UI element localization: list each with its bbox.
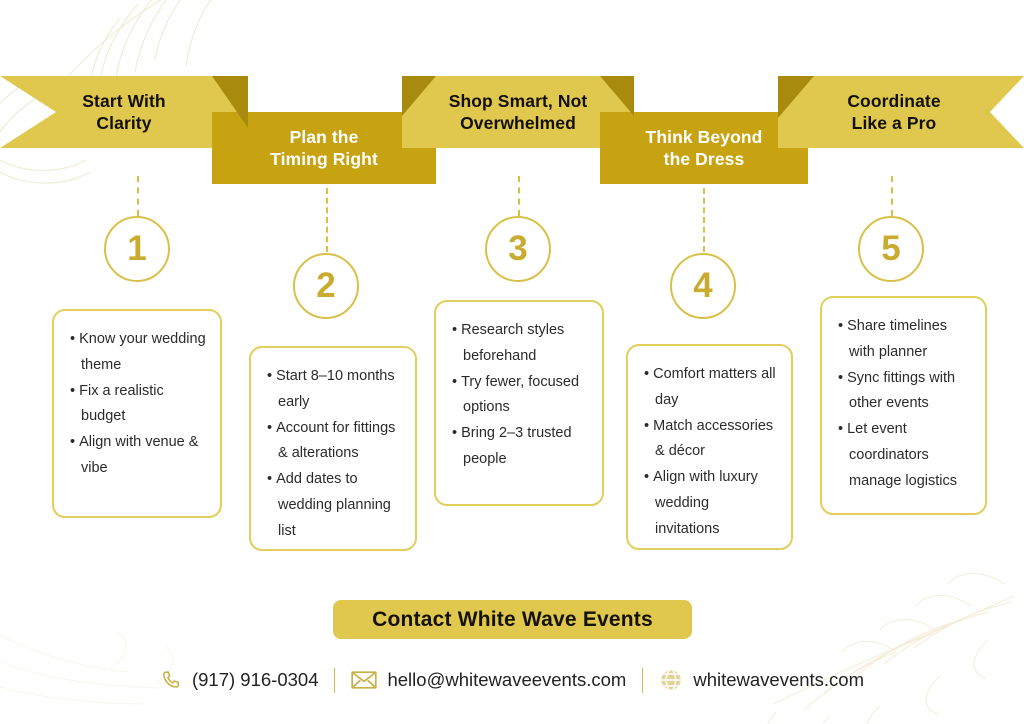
- list-item: Research styles beforehand: [452, 318, 588, 370]
- contact-separator-1: [334, 667, 336, 693]
- step-content-box-2: Start 8–10 months early Account for fitt…: [249, 346, 417, 551]
- banner-fold-3-left: [402, 76, 436, 116]
- step-bullet-list-5: Share timelines with planner Sync fittin…: [838, 314, 971, 495]
- list-item: Add dates to wedding planning list: [267, 467, 401, 544]
- banner-step-2: Plan the Timing Right: [212, 112, 436, 184]
- footer-contact-bar: (917) 916-0304 hello@whitewaveevents.com: [0, 662, 1024, 698]
- banner-step-4: Think Beyond the Dress: [600, 112, 808, 184]
- step-content-box-5: Share timelines with planner Sync fittin…: [820, 296, 987, 515]
- list-item: Let event coordinators manage logistics: [838, 417, 971, 494]
- step-number-circle-5: 5: [858, 216, 924, 282]
- list-item: Bring 2–3 trusted people: [452, 421, 588, 473]
- banner-step-1-title: Start With Clarity: [82, 90, 166, 133]
- step-content-box-3: Research styles beforehand Try fewer, fo…: [434, 300, 604, 506]
- list-item: Sync fittings with other events: [838, 366, 971, 418]
- globe-icon: [659, 668, 683, 692]
- step-content-box-4: Comfort matters all day Match accessorie…: [626, 344, 793, 550]
- banner-step-4-title: Think Beyond the Dress: [645, 126, 763, 169]
- list-item: Align with luxury wedding invitations: [644, 465, 777, 542]
- step-number-circle-1: 1: [104, 216, 170, 282]
- contact-website[interactable]: whitewavevents.com: [659, 668, 864, 692]
- step-bullet-list-3: Research styles beforehand Try fewer, fo…: [452, 318, 588, 473]
- list-item: Try fewer, focused options: [452, 370, 588, 422]
- banner-step-5-title: Coordinate Like a Pro: [847, 90, 941, 133]
- connector-line-2: [326, 188, 328, 252]
- step-content-box-1: Know your wedding theme Fix a realistic …: [52, 309, 222, 518]
- contact-email[interactable]: hello@whitewaveevents.com: [351, 669, 626, 691]
- contact-phone[interactable]: (917) 916-0304: [160, 669, 319, 691]
- banner-step-5: Coordinate Like a Pro: [778, 76, 1024, 148]
- contact-separator-2: [642, 667, 644, 693]
- contact-cta-label: Contact White Wave Events: [372, 607, 653, 631]
- connector-line-1: [137, 176, 139, 216]
- phone-icon: [160, 669, 182, 691]
- connector-line-4: [703, 188, 705, 252]
- list-item: Fix a realistic budget: [70, 379, 206, 431]
- banner-step-3-title: Shop Smart, Not Overwhelmed: [448, 90, 588, 133]
- contact-email-text: hello@whitewaveevents.com: [387, 669, 627, 690]
- step-number-2: 2: [316, 265, 336, 305]
- contact-website-text: whitewavevents.com: [693, 669, 865, 690]
- step-bullet-list-1: Know your wedding theme Fix a realistic …: [70, 327, 206, 482]
- banner-fold-3-right: [600, 76, 634, 116]
- list-item: Share timelines with planner: [838, 314, 971, 366]
- step-number-4: 4: [693, 265, 713, 305]
- list-item: Start 8–10 months early: [267, 364, 401, 416]
- step-bullet-list-4: Comfort matters all day Match accessorie…: [644, 362, 777, 543]
- step-number-circle-2: 2: [293, 253, 359, 319]
- banner-step-3: Shop Smart, Not Overwhelmed: [402, 76, 634, 148]
- contact-phone-text: (917) 916-0304: [191, 669, 319, 690]
- step-number-1: 1: [127, 228, 147, 268]
- banner-fold-1: [212, 76, 248, 128]
- connector-line-3: [518, 176, 520, 216]
- list-item: Comfort matters all day: [644, 362, 777, 414]
- step-bullet-list-2: Start 8–10 months early Account for fitt…: [267, 364, 401, 545]
- list-item: Match accessories & décor: [644, 414, 777, 466]
- step-number-circle-3: 3: [485, 216, 551, 282]
- ribbon-banner-band: Start With Clarity Plan the Timing Right…: [0, 76, 1024, 188]
- list-item: Know your wedding theme: [70, 327, 206, 379]
- step-number-5: 5: [881, 228, 901, 268]
- list-item: Align with venue & vibe: [70, 430, 206, 482]
- banner-fold-5: [778, 76, 814, 118]
- step-number-circle-4: 4: [670, 253, 736, 319]
- connector-line-5: [891, 176, 893, 216]
- list-item: Account for fittings & alterations: [267, 416, 401, 468]
- banner-step-2-title: Plan the Timing Right: [270, 126, 378, 169]
- envelope-icon: [351, 670, 378, 690]
- contact-cta-button[interactable]: Contact White Wave Events: [333, 600, 692, 639]
- botanical-decoration-bottom-left: [0, 631, 173, 705]
- step-number-3: 3: [508, 228, 528, 268]
- banner-step-1: Start With Clarity: [0, 76, 248, 148]
